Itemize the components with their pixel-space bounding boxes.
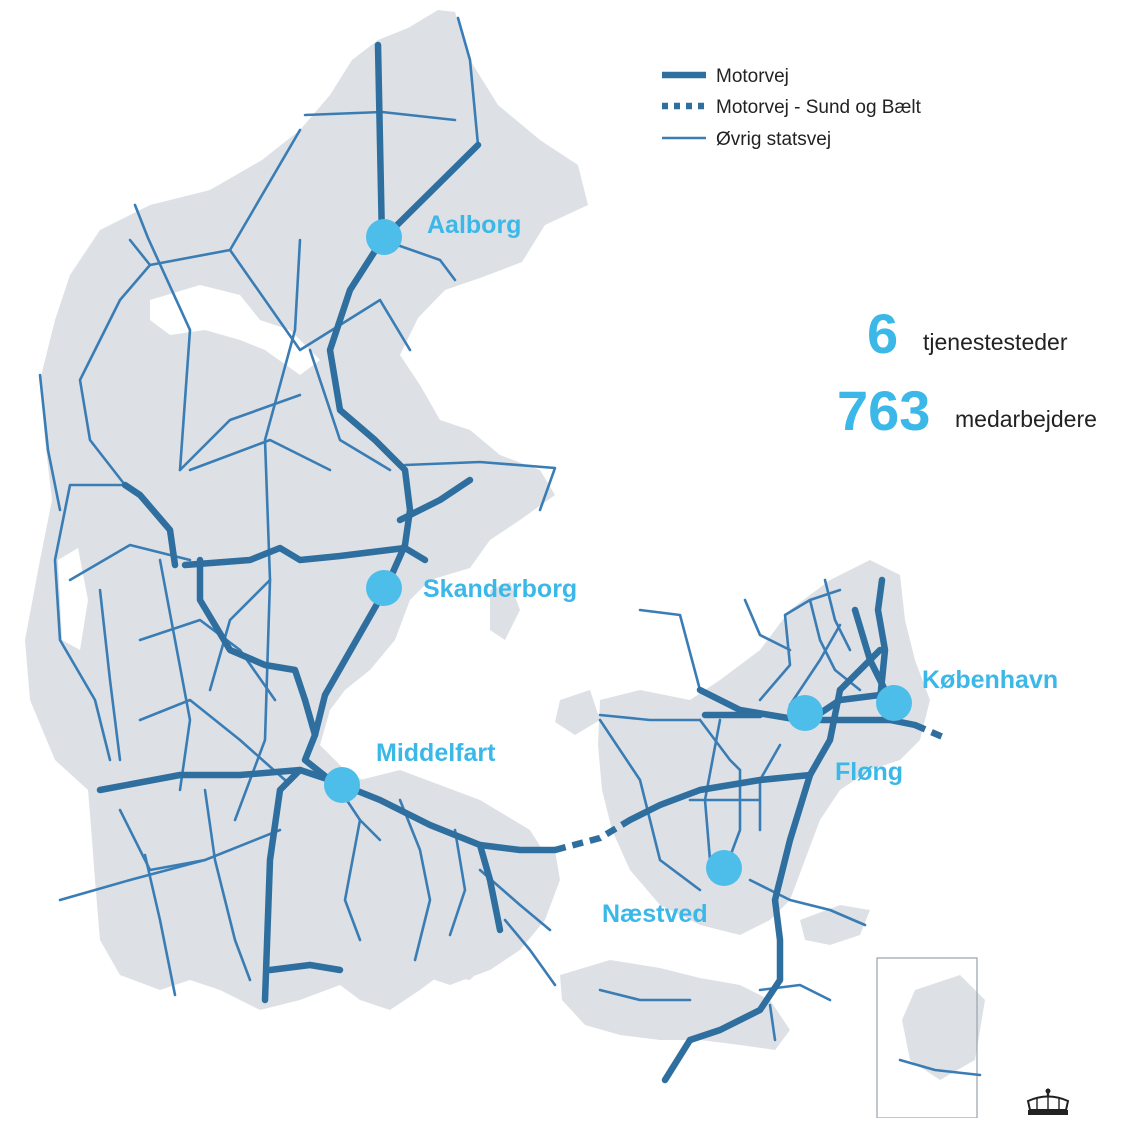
- stat-number-employees: 763: [837, 379, 930, 442]
- jutland: [25, 10, 588, 1010]
- city-label-flong[interactable]: Fløng: [835, 758, 903, 786]
- legend-label-motorway: Motorvej: [716, 66, 789, 87]
- funen: [355, 770, 555, 985]
- motorways: [96, 41, 947, 1084]
- city-label-naestved[interactable]: Næstved: [602, 900, 708, 928]
- stat-number-sites: 6: [867, 302, 898, 365]
- legend-label-state-road: Øvrig statsvej: [716, 129, 831, 150]
- stat-label-employees: medarbejdere: [955, 406, 1097, 432]
- city-marker-naestved[interactable]: [706, 850, 742, 886]
- land-layer: [25, 10, 985, 1080]
- city-markers: [324, 219, 912, 886]
- city-labels: Aalborg Skanderborg Middelfart København…: [376, 211, 1058, 928]
- city-marker-aalborg[interactable]: [366, 219, 402, 255]
- limfjord: [150, 285, 320, 375]
- djursland-islet: [555, 690, 600, 735]
- lolland-falster: [560, 960, 790, 1050]
- city-marker-kobenhavn[interactable]: [876, 685, 912, 721]
- city-marker-middelfart[interactable]: [324, 767, 360, 803]
- city-label-kobenhavn[interactable]: København: [922, 666, 1058, 694]
- legend: Motorvej Motorvej - Sund og Bælt Øvrig s…: [662, 66, 922, 150]
- state-roads: [38, 16, 982, 1077]
- city-label-skanderborg[interactable]: Skanderborg: [423, 575, 577, 603]
- city-marker-skanderborg[interactable]: [366, 570, 402, 606]
- crown-icon: [1026, 1088, 1070, 1115]
- legend-label-motorway-bridge: Motorvej - Sund og Bælt: [716, 97, 922, 118]
- city-marker-flong[interactable]: [787, 695, 823, 731]
- stat-label-sites: tjenestesteder: [923, 329, 1068, 355]
- city-label-aalborg[interactable]: Aalborg: [427, 211, 521, 239]
- bornholm: [902, 975, 985, 1080]
- city-label-middelfart[interactable]: Middelfart: [376, 739, 496, 767]
- zealand: [598, 560, 930, 935]
- mon: [800, 905, 870, 945]
- stats-block: 6 tjenestesteder 763 medarbejdere: [837, 302, 1097, 442]
- samso: [490, 582, 520, 640]
